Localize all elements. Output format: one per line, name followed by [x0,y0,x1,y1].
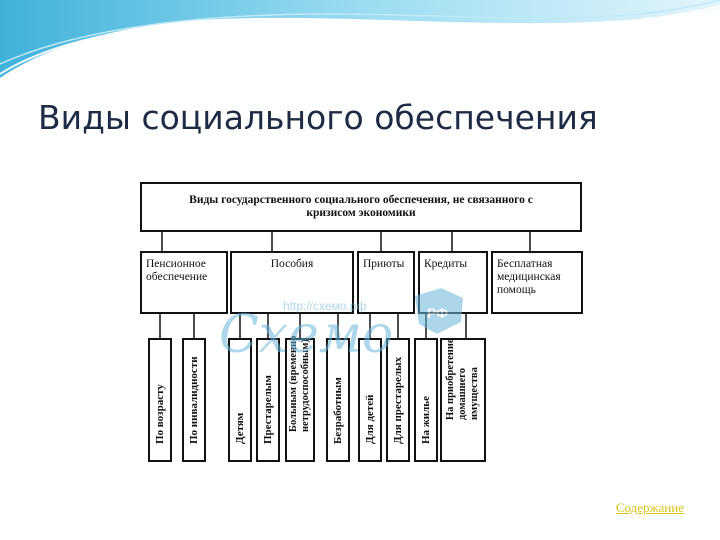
category-label: Приюты [363,258,405,270]
leaf-label: На приобретение домашнего имущества [445,338,480,420]
category-loans: Кредиты [418,251,488,314]
category-label: Пособия [270,258,314,270]
category-label: Кредиты [424,258,468,270]
leaf-label: Для престарелых [392,356,404,444]
leaf-housing: На жилье [414,338,438,462]
leaf-for-elderly: Для престарелых [386,338,410,462]
category-pension: Пенсионное обеспечение [140,251,228,314]
leaf-label: Безработным [332,377,344,444]
header-wave-decoration [0,0,720,78]
leaf-by-age: По возрасту [148,338,172,462]
contents-link[interactable]: Содержание [615,500,684,515]
leaf-household-goods: На приобретение домашнего имущества [440,338,486,462]
leaf-label: Престарелым [262,375,274,444]
leaf-label: По инвалидности [188,356,200,444]
leaf-for-children: Для детей [358,338,382,462]
category-label: Пенсионное обеспечение [146,258,208,283]
category-label: Бесплатная медицинская помощь [497,258,561,296]
leaf-label: Для детей [364,394,376,444]
leaf-sick: Больным (временно нетрудоспособным) [285,335,315,462]
leaf-label: Детям [234,412,246,444]
leaf-label: На жилье [420,396,432,444]
leaf-elderly: Престарелым [256,338,280,462]
leaf-unemployed: Безработным [326,338,350,462]
leaf-label: По возрасту [154,384,166,444]
root-node-label: Виды государственного социального обеспе… [189,194,533,219]
leaf-label: Больным (временно нетрудоспособным) [288,335,311,432]
category-shelters: Приюты [357,251,415,314]
category-benefits: Пособия [230,251,354,314]
category-free-medical-care: Бесплатная медицинская помощь [491,251,583,314]
root-node: Виды государственного социального обеспе… [140,182,582,232]
leaf-by-disability: По инвалидности [182,338,206,462]
leaf-children: Детям [228,338,252,462]
slide-title: Виды социального обеспечения [38,98,598,137]
